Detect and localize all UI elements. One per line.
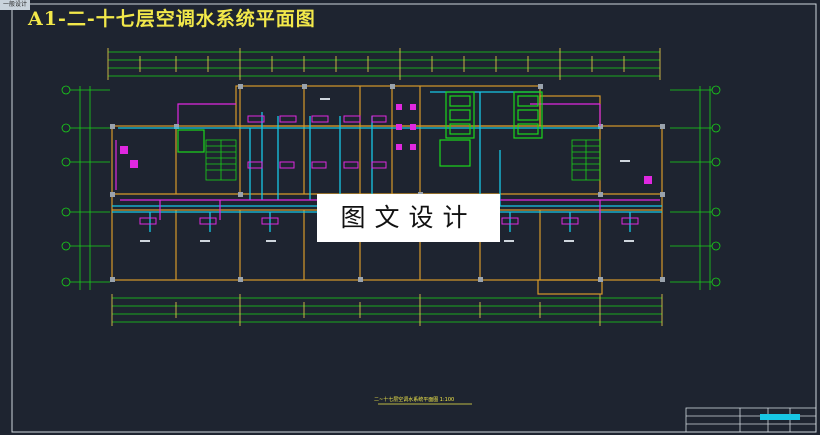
top-dimension-lines	[107, 48, 661, 80]
building-walls	[111, 85, 663, 295]
plan-caption: 二~十七层空调水系统平面图 1:100	[374, 397, 455, 403]
bottom-dimension-lines	[111, 294, 663, 326]
stair-cores	[205, 139, 601, 181]
title-block	[685, 407, 817, 433]
corner-tag: 一般设计	[0, 0, 30, 10]
right-axis-markers	[670, 85, 721, 290]
equipment-shafts	[177, 91, 543, 167]
drawing-frame	[11, 3, 817, 433]
watermark-banner: 图文设计	[317, 194, 500, 242]
valves-risers	[120, 104, 652, 184]
left-axis-markers	[61, 85, 110, 290]
drawing-title: A1-二-十七层空调水系统平面图	[28, 8, 316, 30]
structural-columns	[110, 84, 665, 282]
